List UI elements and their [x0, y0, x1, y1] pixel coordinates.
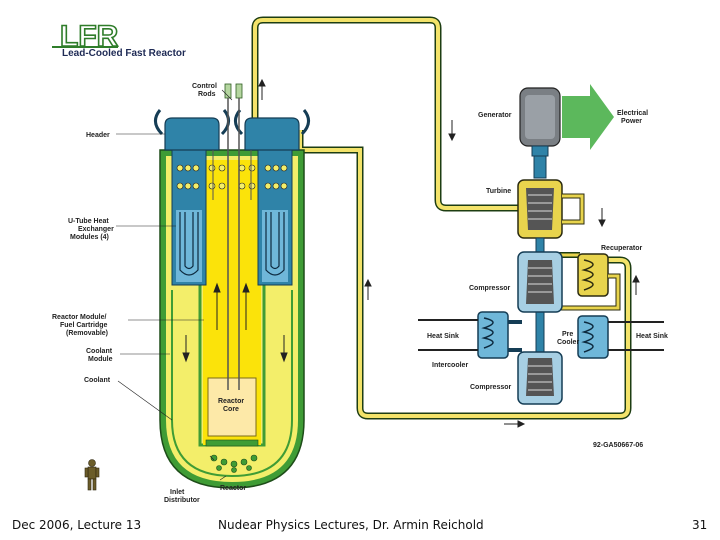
label-u-tube-2: Exchanger	[78, 226, 114, 233]
label-coolant-module-1: Coolant	[86, 348, 113, 355]
label-inlet-distributor-1: Inlet	[170, 489, 185, 496]
label-pre-cooler-1: Pre	[562, 331, 573, 338]
vessel-flow-arrows	[182, 282, 288, 363]
label-reactor-core-1: Reactor	[218, 398, 244, 405]
recuperator	[560, 253, 621, 311]
control-rods	[212, 83, 252, 390]
compressor-bottom	[517, 351, 563, 405]
label-pre-cooler-2: Cooler	[557, 339, 579, 346]
label-fuel-cartridge-3: (Removable)	[66, 330, 108, 337]
label-leaders	[116, 89, 233, 481]
primary-piping	[251, 16, 632, 420]
generator	[519, 87, 561, 179]
footer-page-number: 31	[692, 518, 708, 532]
label-electrical-power-1: Electrical	[617, 110, 648, 117]
label-u-tube-1: U-Tube Heat	[68, 218, 109, 225]
footer-date-lecture: Dec 2006, Lecture 13	[12, 518, 142, 532]
label-drawing-id: 92-GA50667-06	[593, 442, 643, 449]
label-heat-sink-left: Heat Sink	[427, 333, 459, 340]
compressor-top	[517, 251, 563, 313]
power-conversion	[418, 84, 664, 405]
label-compressor-top: Compressor	[469, 285, 511, 292]
u-tube-heat-exchangers	[171, 149, 293, 286]
pcs-labels: Generator Electrical Power Turbine Recup…	[427, 110, 668, 449]
label-coolant-module-2: Module	[88, 356, 113, 363]
label-reactor: Reactor	[220, 485, 246, 492]
pre-cooler	[577, 315, 664, 359]
footer-course-author: Nudear Physics Lectures, Dr. Armin Reich…	[218, 518, 484, 532]
label-coolant: Coolant	[84, 377, 111, 384]
electrical-power-arrow	[562, 84, 614, 150]
flow-arrows	[258, 78, 640, 428]
reactor-vessel	[154, 83, 310, 489]
label-control-rods-1: Control	[192, 83, 217, 90]
reactor-headers	[154, 109, 310, 151]
label-control-rods-2: Rods	[198, 91, 216, 98]
label-intercooler: Intercooler	[432, 362, 468, 369]
turbine	[517, 179, 585, 239]
label-heat-sink-right: Heat Sink	[636, 333, 668, 340]
label-electrical-power-2: Power	[621, 118, 642, 125]
logo-subtitle: Lead-Cooled Fast Reactor	[62, 48, 186, 59]
reactor-core	[207, 377, 257, 437]
person-scale-icon	[84, 459, 100, 491]
label-inlet-distributor-2: Distributor	[164, 497, 200, 504]
reactor-labels: Control Rods Header U-Tube Heat Exchange…	[52, 83, 246, 504]
label-reactor-core-2: Core	[223, 406, 239, 413]
inlet-distributor	[205, 439, 259, 473]
label-fuel-cartridge-1: Reactor Module/	[52, 314, 107, 321]
label-turbine: Turbine	[486, 188, 511, 195]
label-fuel-cartridge-2: Fuel Cartridge	[60, 322, 108, 329]
label-recuperator: Recuperator	[601, 245, 643, 252]
lfr-logo: LFR Lead-Cooled Fast Reactor	[52, 19, 186, 59]
label-header: Header	[86, 132, 110, 139]
intercooler	[418, 311, 522, 359]
label-generator: Generator	[478, 112, 512, 119]
label-u-tube-3: Modules (4)	[70, 234, 109, 241]
label-compressor-bottom: Compressor	[470, 384, 512, 391]
